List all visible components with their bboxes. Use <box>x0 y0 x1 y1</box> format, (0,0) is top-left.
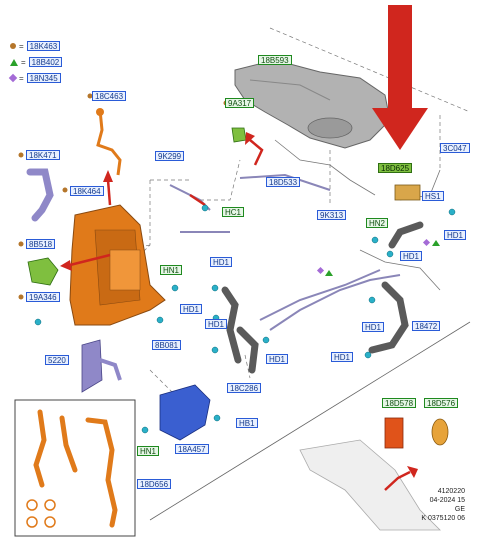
footer-ref-2: 04-2024 15 <box>429 497 465 504</box>
fastener-clips <box>34 204 456 434</box>
circle-marker-icon <box>10 43 16 49</box>
part-label[interactable]: 18D578 <box>382 398 417 408</box>
part-label[interactable]: HN2 <box>366 218 389 228</box>
legend-code-2: 18B402 <box>28 57 63 67</box>
part-18c463-connector <box>96 108 104 116</box>
part-label[interactable]: HD1 <box>205 319 228 329</box>
vehicle-body-outline <box>299 439 441 531</box>
part-label[interactable]: 9K313 <box>317 210 347 220</box>
legend-row-2: = 18B402 <box>10 56 63 68</box>
part-label[interactable]: HB1 <box>236 418 258 428</box>
part-label[interactable]: 18K471 <box>26 150 60 160</box>
part-label[interactable]: 18D656 <box>137 479 172 489</box>
part-label[interactable]: 18D533 <box>266 177 301 187</box>
fuel-lines <box>169 173 401 331</box>
part-label[interactable]: 18C286 <box>227 383 262 393</box>
part-label[interactable]: 3C047 <box>440 143 470 153</box>
legend-equals: = <box>19 73 24 83</box>
part-label[interactable]: HC1 <box>222 207 245 217</box>
legend-row-3: = 18N345 <box>8 72 61 84</box>
legend-equals: = <box>19 41 24 51</box>
part-5220 <box>81 339 103 393</box>
part-18c463-hose <box>96 109 122 176</box>
part-label[interactable]: 8B518 <box>26 239 56 249</box>
part-9a317 <box>231 127 247 143</box>
diamond-marker-icon <box>8 73 18 83</box>
part-18d578 <box>384 417 404 449</box>
fuel-tank <box>234 59 391 149</box>
part-label[interactable]: 18C463 <box>92 91 127 101</box>
part-label[interactable]: HD1 <box>444 230 467 240</box>
part-label[interactable]: HS1 <box>422 191 444 201</box>
part-label[interactable]: HN1 <box>137 446 160 456</box>
part-8b518 <box>27 257 59 286</box>
part-label[interactable]: 18472 <box>412 321 441 331</box>
part-label[interactable]: HN1 <box>160 265 183 275</box>
part-label[interactable]: HD1 <box>180 304 203 314</box>
part-label[interactable]: 9K299 <box>155 151 185 161</box>
legend-code-3: 18N345 <box>26 73 61 83</box>
part-label[interactable]: 9A317 <box>225 98 255 108</box>
part-label[interactable]: 18A457 <box>175 444 209 454</box>
footer-ref-4: K 0375120 06 <box>421 515 465 522</box>
footer-ref-3: GE <box>454 506 465 513</box>
triangle-marker-icon <box>10 58 18 66</box>
part-label[interactable]: 5220 <box>45 355 69 365</box>
legend-row-1: = 18K463 <box>10 40 61 52</box>
part-label[interactable]: HD1 <box>266 354 289 364</box>
part-5220-pipe <box>99 358 122 381</box>
red-curved-arrows <box>69 139 411 491</box>
inset-clamps <box>26 499 56 528</box>
part-18a457 <box>159 384 211 441</box>
part-label[interactable]: 18D576 <box>424 398 459 408</box>
section-divider <box>149 321 471 521</box>
part-label[interactable]: 18B593 <box>258 55 292 65</box>
part-18d625 <box>394 184 421 201</box>
red-arrows <box>372 5 428 150</box>
part-label[interactable]: HD1 <box>362 322 385 332</box>
part-label-highlighted[interactable]: 18D625 <box>378 163 413 173</box>
part-label[interactable]: HD1 <box>331 352 354 362</box>
fuel-lines-thin <box>274 139 441 291</box>
dark-hoses <box>221 221 424 374</box>
part-label[interactable]: HD1 <box>210 257 233 267</box>
red-arrow-heads <box>60 132 418 478</box>
inset-hoses <box>33 409 118 528</box>
legend-equals: = <box>21 57 26 67</box>
evap-canister <box>69 204 166 326</box>
part-label[interactable]: 18K464 <box>70 186 104 196</box>
part-18d576 <box>431 418 449 446</box>
footer-ref-1: 4120220 <box>437 488 465 495</box>
part-label[interactable]: 8B081 <box>152 340 182 350</box>
legend-code-1: 18K463 <box>26 41 61 51</box>
part-label[interactable]: 19A346 <box>26 292 60 302</box>
part-label[interactable]: HD1 <box>400 251 423 261</box>
part-18k471-pipe <box>26 168 54 222</box>
